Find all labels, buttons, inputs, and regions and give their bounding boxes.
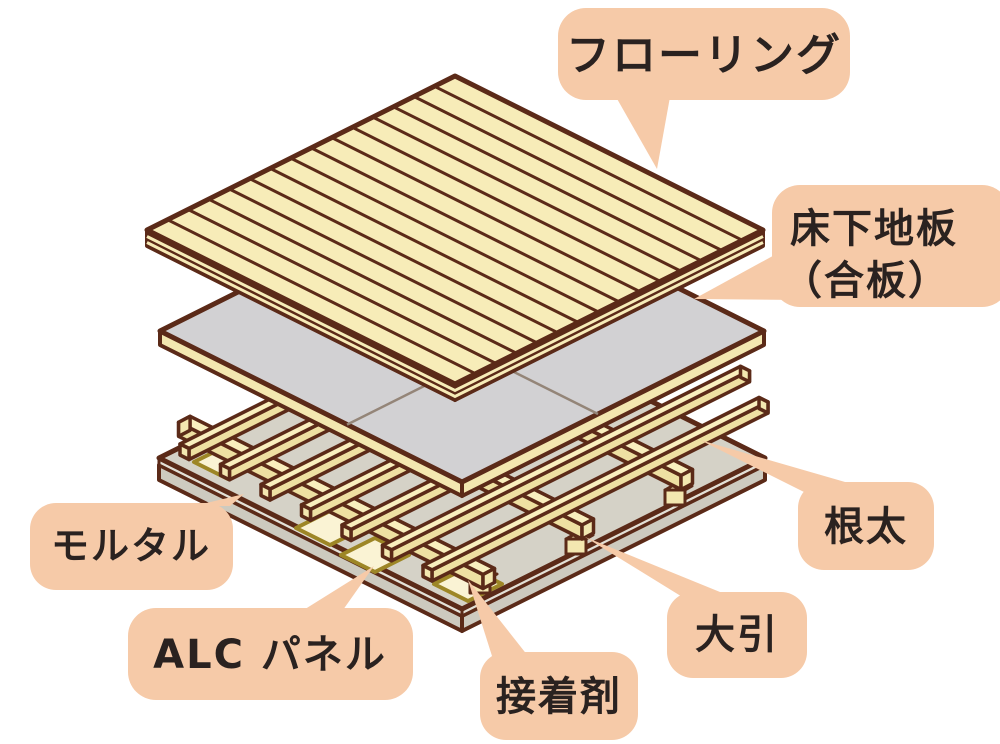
joist-beam bbox=[380, 364, 752, 563]
label-alc-panel: ALC パネル bbox=[153, 632, 387, 678]
callout-alc-panel: ALC パネル bbox=[128, 566, 413, 700]
callout-bubble bbox=[667, 592, 807, 678]
callout-girder: 大引 bbox=[585, 537, 807, 678]
callout-bubble bbox=[30, 503, 233, 590]
label-girder: 大引 bbox=[695, 612, 779, 658]
callout-bubble bbox=[480, 652, 638, 740]
callout-bubble bbox=[558, 8, 850, 100]
callout-joist: 根太 bbox=[700, 440, 934, 570]
label-subfloor-line2: （合板） bbox=[782, 258, 950, 304]
label-adhesive: 接着剤 bbox=[496, 674, 622, 720]
joist-beam bbox=[421, 395, 770, 583]
callout-tail bbox=[616, 97, 670, 169]
support-block-front bbox=[564, 537, 588, 556]
label-joist: 根太 bbox=[824, 504, 908, 550]
flooring-top-surface bbox=[144, 73, 766, 387]
callout-adhesive: 接着剤 bbox=[468, 580, 638, 740]
label-flooring: フローリング bbox=[566, 30, 842, 81]
callout-bubble bbox=[798, 482, 934, 570]
flooring-edge-stripe bbox=[146, 235, 764, 393]
callout-tail bbox=[302, 566, 374, 617]
label-subfloor-line1: 床下地板 bbox=[790, 206, 958, 252]
flooring-layer bbox=[144, 73, 766, 402]
callout-bubble bbox=[772, 185, 1000, 307]
callout-bubble bbox=[128, 608, 413, 700]
callout-flooring: フローリング bbox=[558, 8, 850, 169]
plank-lines bbox=[166, 84, 744, 376]
callout-mortar: モルタル bbox=[30, 494, 244, 590]
callout-tail bbox=[585, 537, 720, 598]
callout-subfloor: 床下地板 （合板） bbox=[694, 185, 1000, 307]
support-block-front bbox=[663, 488, 687, 507]
flooring-edge-stripe bbox=[146, 241, 764, 399]
label-mortar: モルタル bbox=[51, 524, 211, 568]
callout-tail bbox=[700, 440, 852, 496]
callout-tail bbox=[468, 580, 528, 656]
